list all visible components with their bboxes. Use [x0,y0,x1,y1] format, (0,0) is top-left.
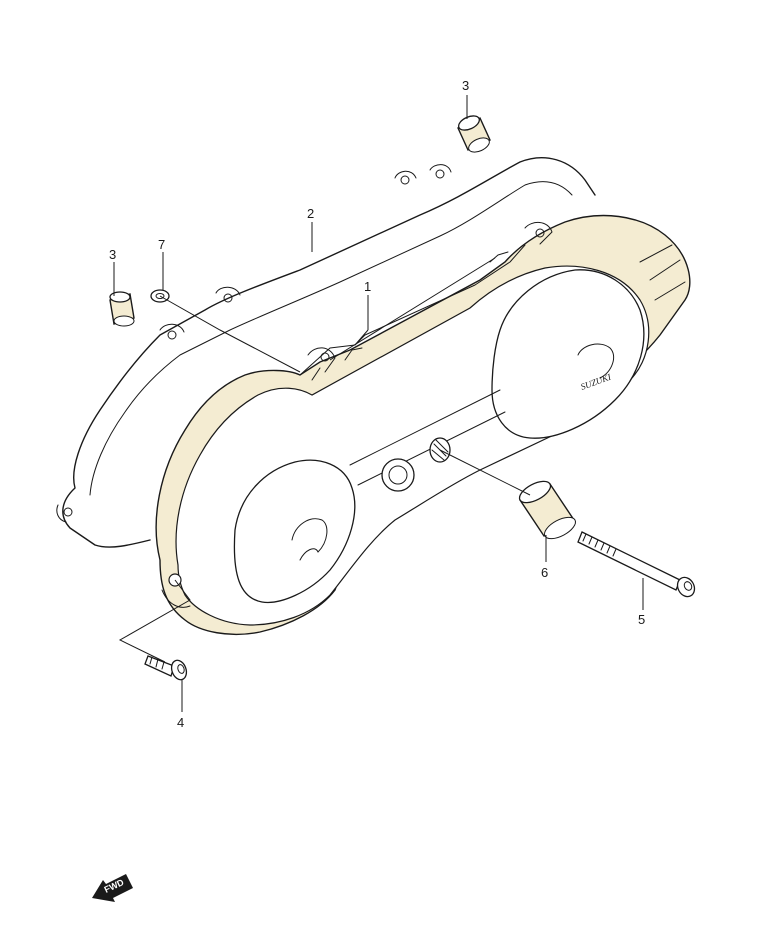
gasket-hole [223,293,233,303]
dowel-cover [518,480,576,540]
gasket [56,157,596,548]
cover-mount-hole [320,352,330,362]
leader-lines [113,95,644,712]
fwd-marker: FWD [92,874,133,902]
part-labels: 3 2 3 7 1 6 5 4 [109,78,645,730]
dowel-left [109,291,135,327]
label-part-7: 7 [158,237,165,252]
label-part-6: 6 [541,565,548,580]
dowel-top [457,115,491,153]
label-part-3-left: 3 [109,247,116,262]
screw [144,655,188,681]
arrow-forward-icon [92,874,133,902]
label-part-4: 4 [177,715,184,730]
cover-mount-hole [535,228,545,238]
gasket-hole [400,175,410,185]
gasket-hole [167,330,177,340]
long-bolt [577,531,696,598]
gasket-hole [63,507,73,517]
label-part-1: 1 [364,279,371,294]
gasket-hole [435,169,445,179]
label-part-2: 2 [307,206,314,221]
label-part-5: 5 [638,612,645,627]
label-part-3-top: 3 [462,78,469,93]
transmission-cover: SUZUKI [155,214,691,635]
